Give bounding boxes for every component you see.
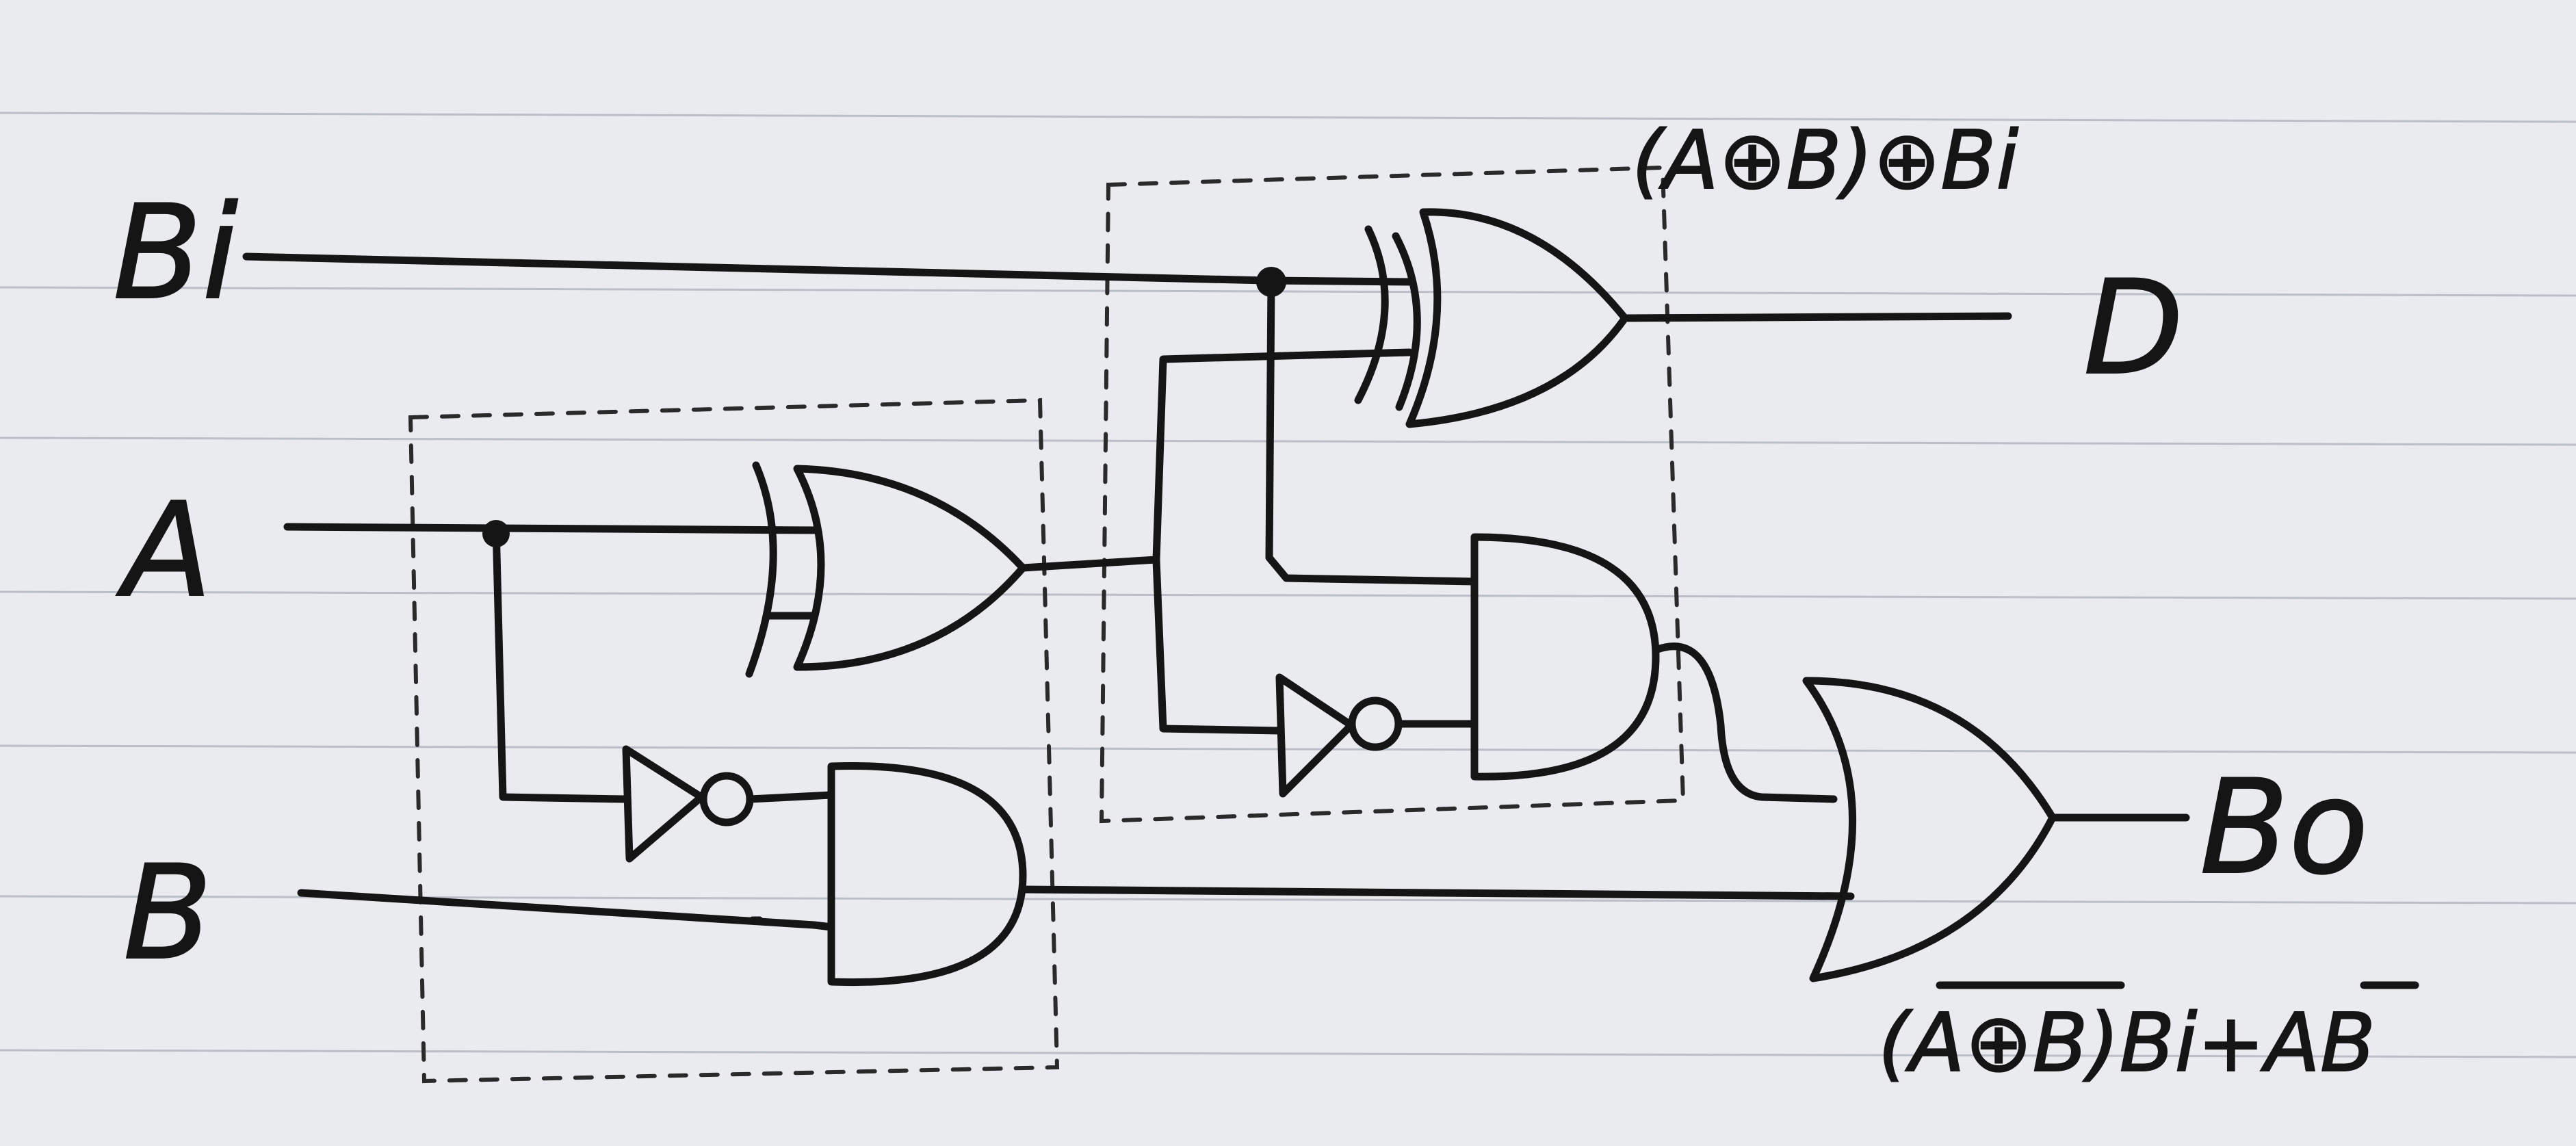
or-gate bbox=[1802, 677, 2057, 982]
wire-bi bbox=[242, 252, 1414, 286]
label-input-b: B bbox=[123, 837, 212, 989]
left-half-subtractor-box bbox=[408, 398, 1060, 1084]
label-output-d: D bbox=[2083, 252, 2183, 404]
wire-a-branch bbox=[492, 523, 630, 803]
wire-a bbox=[283, 523, 818, 534]
right-half-subtractor-box bbox=[1099, 165, 1686, 824]
wire-not-a-out bbox=[746, 791, 835, 803]
and-gate-2 bbox=[1470, 533, 1660, 781]
wire-b bbox=[297, 889, 818, 929]
wire-b-into-and1 bbox=[810, 921, 835, 931]
and-gate-1 bbox=[827, 761, 1027, 987]
junction-a bbox=[482, 520, 510, 547]
notebook-rule-lines bbox=[0, 112, 2576, 1058]
label-output-bo: Bo bbox=[2200, 752, 2369, 903]
wire-bi-to-and2 bbox=[1265, 278, 1479, 586]
wire-d-out bbox=[1621, 312, 2012, 322]
label-input-bi: Bi bbox=[113, 177, 238, 328]
not-gate-a bbox=[622, 745, 754, 863]
wire-xor1-out bbox=[1019, 348, 1414, 572]
wire-xor1-to-not bbox=[1152, 556, 1284, 735]
label-borrow-expression: (A⊕B)Bi+AB bbox=[1878, 995, 2376, 1090]
not-gate-xor bbox=[1275, 673, 1403, 798]
xor-gate-2 bbox=[1354, 208, 1629, 428]
wire-and1-to-or bbox=[1019, 885, 1855, 900]
xor-gate-1 bbox=[745, 461, 1027, 678]
label-input-a: A bbox=[116, 475, 212, 626]
wire-and2-out bbox=[1652, 642, 1838, 803]
label-difference-expression: (A⊕B)⊕Bi bbox=[1632, 113, 2018, 207]
